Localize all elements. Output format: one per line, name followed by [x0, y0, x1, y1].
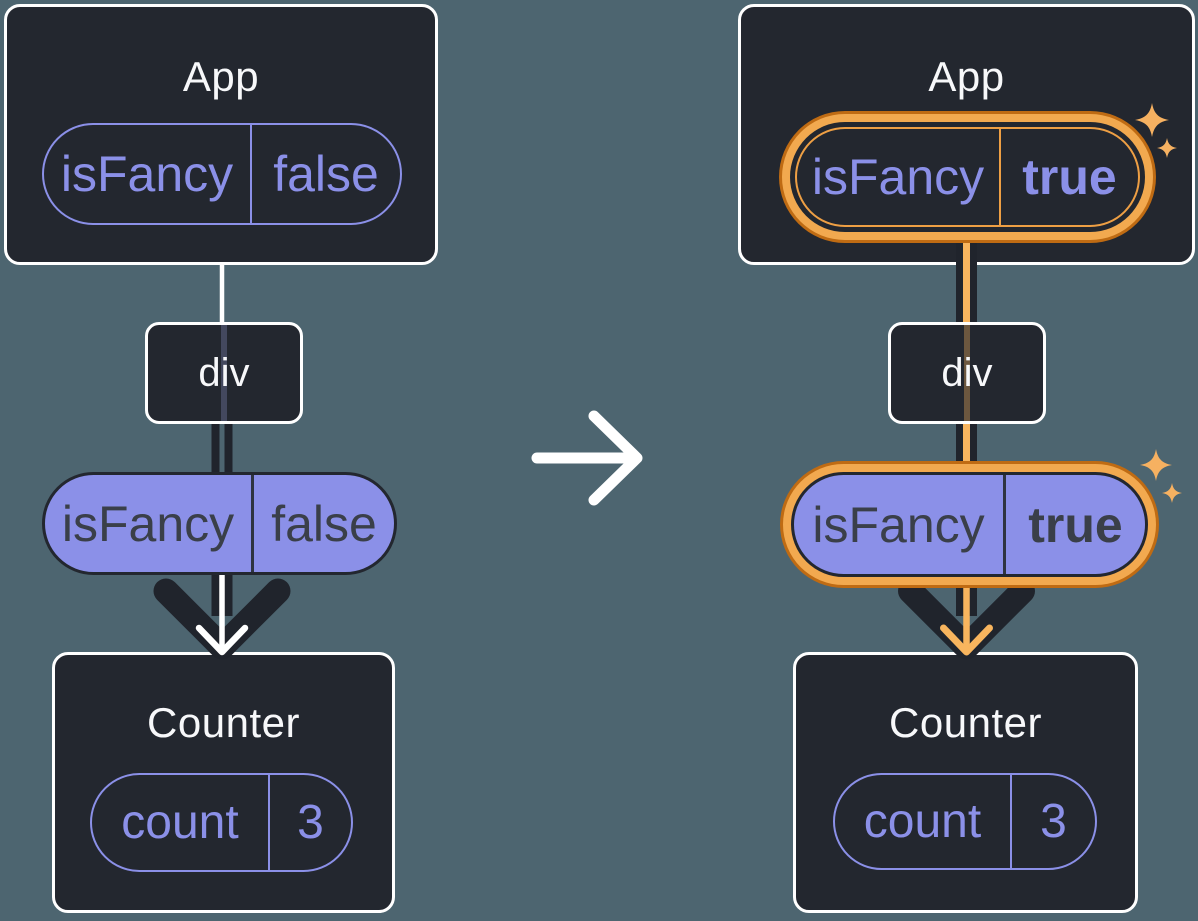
dom-node-label: div [941, 350, 993, 395]
flow-arrow-before-icon [153, 264, 291, 660]
component-title: App [182, 53, 260, 100]
state-pill-highlighted: isFancy true [795, 127, 1140, 227]
prop-pill-highlighted: isFancy true [791, 472, 1148, 577]
pill-label: count [121, 796, 239, 849]
transition-arrow-icon [531, 410, 643, 506]
pill-value: 3 [268, 775, 351, 870]
pill-value: 3 [1010, 775, 1095, 868]
component-title: Counter [147, 699, 300, 746]
component-title: App [928, 53, 1005, 100]
pill-value: true [999, 129, 1138, 225]
dom-node: div [145, 322, 303, 424]
pill-value: false [250, 125, 400, 223]
state-pill: isFancy false [42, 123, 402, 225]
component-title: Counter [889, 699, 1042, 746]
prop-pill: isFancy false [42, 472, 397, 575]
state-pill: count 3 [90, 773, 353, 872]
pill-value: true [1003, 475, 1145, 574]
dom-node: div [888, 322, 1046, 424]
dom-node-label: div [198, 350, 250, 395]
state-pill: count 3 [833, 773, 1097, 870]
pill-label: count [863, 795, 982, 848]
pill-value: false [251, 475, 394, 572]
pill-label: isFancy [60, 146, 234, 202]
pill-label: isFancy [811, 149, 985, 205]
flow-arrow-after-icon [898, 236, 1035, 660]
pill-label: isFancy [61, 495, 235, 552]
pill-label: isFancy [812, 496, 985, 553]
